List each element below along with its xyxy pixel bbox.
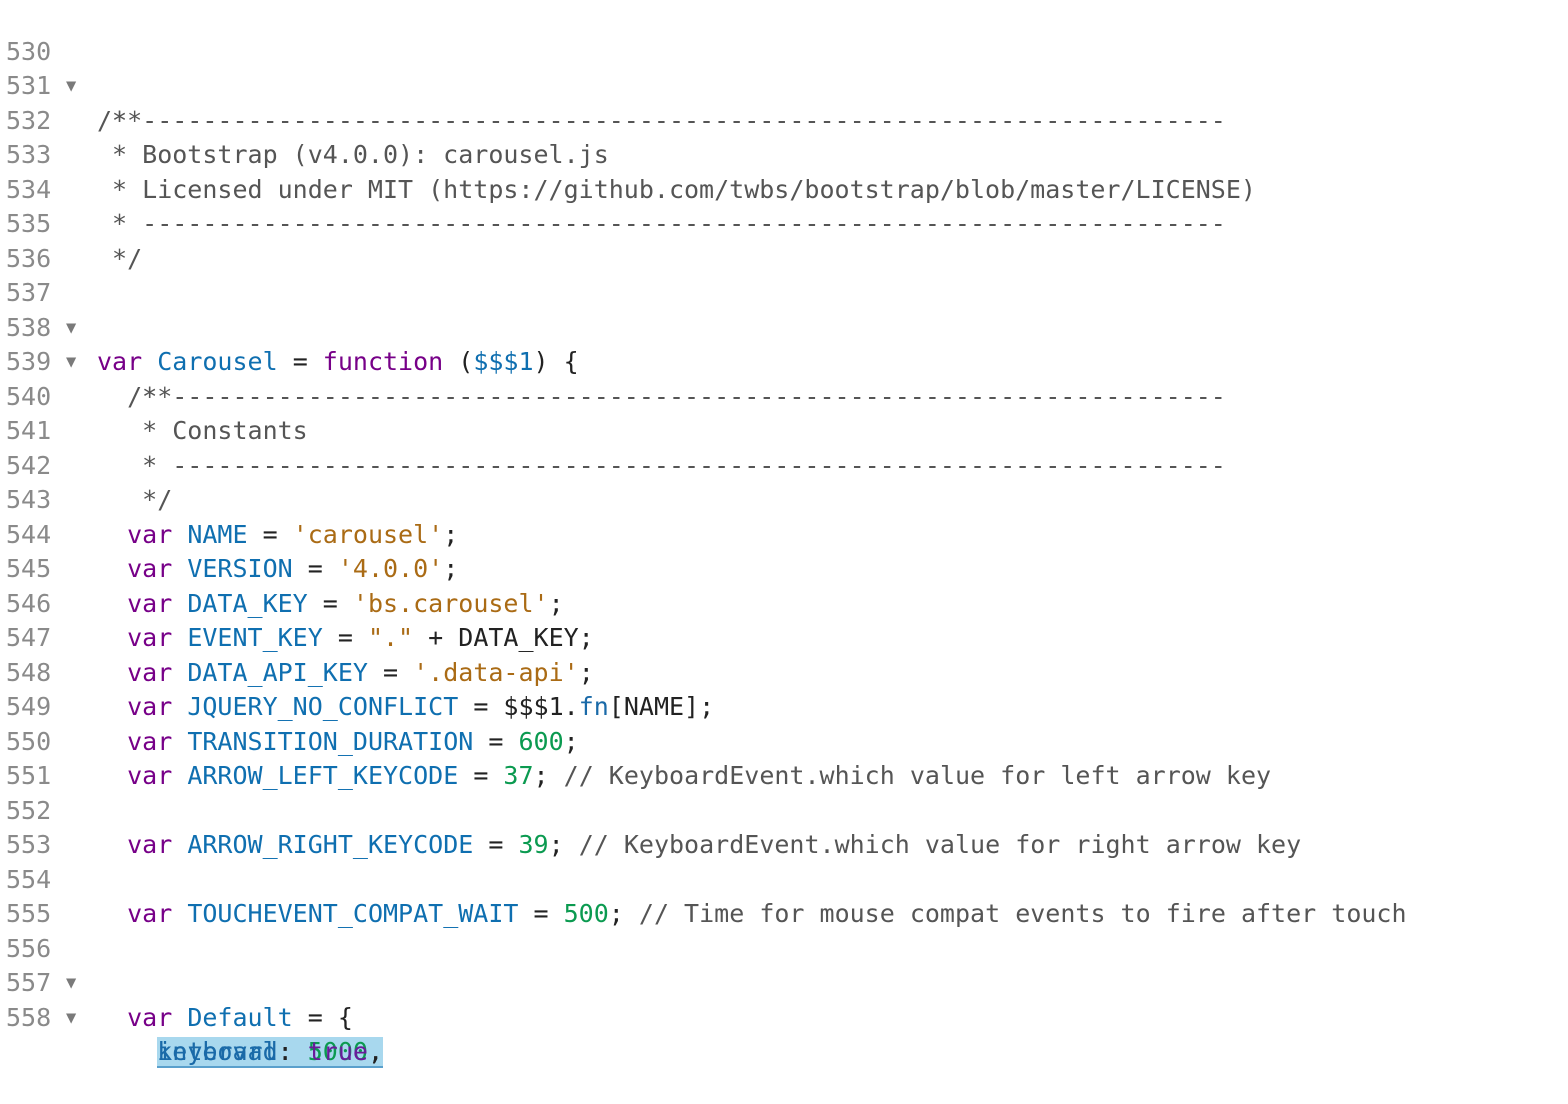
code-line-541[interactable]: 541 * ----------------------------------… (0, 380, 1568, 480)
code-text: keyboard: true, (157, 1037, 384, 1066)
code-line-552[interactable]: 552 var ARROW_RIGHT_KEYCODE = 39; // Key… (0, 759, 1568, 860)
code-text: var ARROW_RIGHT_KEYCODE = 39; // Keyboar… (127, 830, 1302, 859)
line-number: 555 (6, 899, 52, 928)
code-line-546[interactable]: 546 var EVENT_KEY = "." + DATA_KEY; (0, 552, 1568, 653)
code-line-536[interactable]: 536 (0, 207, 1568, 273)
code-line-544[interactable]: 544 var VERSION = '4.0.0'; (0, 483, 1568, 584)
comment: * Constants (97, 416, 308, 445)
line-number: 550 (6, 726, 52, 756)
line-number: 552 (6, 795, 52, 825)
code-line-557[interactable]: 557 ▼ interval: 5000, (0, 932, 1568, 1068)
code-text: var DATA_API_KEY = '.data-api'; (127, 657, 594, 687)
code-line-551[interactable]: 551 (0, 725, 1568, 790)
code-text: var TRANSITION_DURATION = 600; (127, 726, 579, 756)
code-line-555[interactable]: 555 (0, 863, 1568, 928)
line-number: 532 (6, 105, 52, 135)
code-line-538[interactable]: 538 ▼ /** (0, 276, 1568, 411)
line-number: 547 (6, 623, 52, 652)
line-number: 539 (6, 347, 52, 376)
line-number: 554 (6, 864, 52, 894)
comment: /** (97, 105, 143, 135)
code-text: var Default = { (127, 1002, 353, 1032)
line-number: 535 (6, 209, 52, 238)
line-number: 548 (6, 657, 52, 687)
code-line-553[interactable]: 553 (0, 794, 1568, 859)
code-text: var JQUERY_NO_CONFLICT = $$$1.fn[NAME]; (127, 692, 715, 721)
code-line-539[interactable]: 539 * ----------------------------------… (0, 311, 1568, 411)
line-number: 530 (6, 36, 52, 66)
comment: /** (97, 381, 173, 411)
code-line-532[interactable]: 532 * Bootstrap (v4.0.0): carousel.js (0, 69, 1568, 170)
code-line-542[interactable]: 542 */ (0, 414, 1568, 515)
code-text: var NAME = 'carousel'; (127, 519, 459, 549)
line-number: 551 (6, 761, 52, 790)
comment: */ (97, 485, 173, 514)
code-line-547[interactable]: 547 var DATA_API_KEY = '.data-api'; (0, 587, 1568, 687)
fold-arrow-icon[interactable]: ▼ (66, 76, 77, 96)
comment: * --------------------------------------… (97, 105, 1226, 135)
line-number: 545 (6, 554, 52, 583)
code-line-543[interactable]: 543 var NAME = 'carousel'; (0, 449, 1568, 549)
code-text: var DATA_KEY = 'bs.carousel'; (127, 588, 564, 618)
comment: * --------------------------------------… (97, 209, 1226, 238)
code-line-540[interactable]: 540 * Constants (0, 345, 1568, 446)
code-line-549[interactable]: 549 var TRANSITION_DURATION = 600; (0, 656, 1568, 756)
code-text: var Carousel = function ($$$1) { (97, 347, 579, 376)
code-editor[interactable]: 530 ▼ /** 531 * ------------------------… (0, 0, 1568, 1068)
comment: */ (97, 243, 143, 273)
line-number: 553 (6, 830, 52, 859)
code-line-530[interactable]: 530 ▼ /** (0, 0, 1568, 135)
line-number: 534 (6, 174, 52, 204)
line-number: 544 (6, 519, 52, 549)
line-number: 541 (6, 416, 52, 445)
code-line-533[interactable]: 533 * Licensed under MIT (https://github… (0, 104, 1568, 204)
code-line-534[interactable]: 534 * ----------------------------------… (0, 138, 1568, 239)
fold-arrow-icon[interactable]: ▼ (66, 317, 77, 338)
line-number: 542 (6, 450, 52, 480)
code-line-537[interactable]: 537 ▼ var Carousel = function ($$$1) { (0, 242, 1568, 376)
code-line-548[interactable]: 548 var JQUERY_NO_CONFLICT = $$$1.fn[NAM… (0, 621, 1568, 722)
code-text: var VERSION = '4.0.0'; (127, 554, 459, 583)
line-number: 558 (6, 1002, 52, 1032)
line-number: 556 (6, 933, 52, 963)
code-line-535[interactable]: 535 */ (0, 173, 1568, 273)
line-number: 537 (6, 278, 52, 307)
code-line-545[interactable]: 545 var DATA_KEY = 'bs.carousel'; (0, 518, 1568, 618)
code-text: var EVENT_KEY = "." + DATA_KEY; (127, 623, 594, 652)
code-line-554[interactable]: 554 var TOUCHEVENT_COMPAT_WAIT = 500; //… (0, 828, 1568, 929)
line-number: 531 (6, 71, 52, 100)
code-line-531[interactable]: 531 * ----------------------------------… (0, 35, 1568, 135)
line-number: 540 (6, 381, 52, 411)
comment: * --------------------------------------… (97, 450, 1226, 480)
comment: * Bootstrap (v4.0.0): carousel.js (97, 140, 609, 169)
fold-arrow-icon[interactable]: ▼ (66, 1007, 77, 1028)
comment: * Licensed under MIT (https://github.com… (97, 174, 1256, 204)
code-text: var TOUCHEVENT_COMPAT_WAIT = 500; // Tim… (127, 899, 1407, 928)
line-number: 546 (6, 588, 52, 618)
code-line-550[interactable]: 550 var ARROW_LEFT_KEYCODE = 37; // Keyb… (0, 690, 1568, 791)
line-number: 549 (6, 692, 52, 721)
code-text: var ARROW_LEFT_KEYCODE = 37; // Keyboard… (127, 761, 1272, 790)
line-number: 536 (6, 243, 52, 273)
comment: * --------------------------------------… (97, 381, 1226, 411)
code-line-558[interactable]: 558 keyboard: true, (0, 966, 1568, 1067)
code-line-556[interactable]: 556 ▼ var Default = { (0, 897, 1568, 1032)
line-number: 533 (6, 140, 52, 169)
fold-arrow-icon[interactable]: ▼ (66, 352, 77, 372)
line-number: 557 (6, 968, 52, 997)
line-number: 543 (6, 485, 52, 514)
line-number: 538 (6, 312, 52, 342)
fold-arrow-icon[interactable]: ▼ (66, 973, 77, 993)
